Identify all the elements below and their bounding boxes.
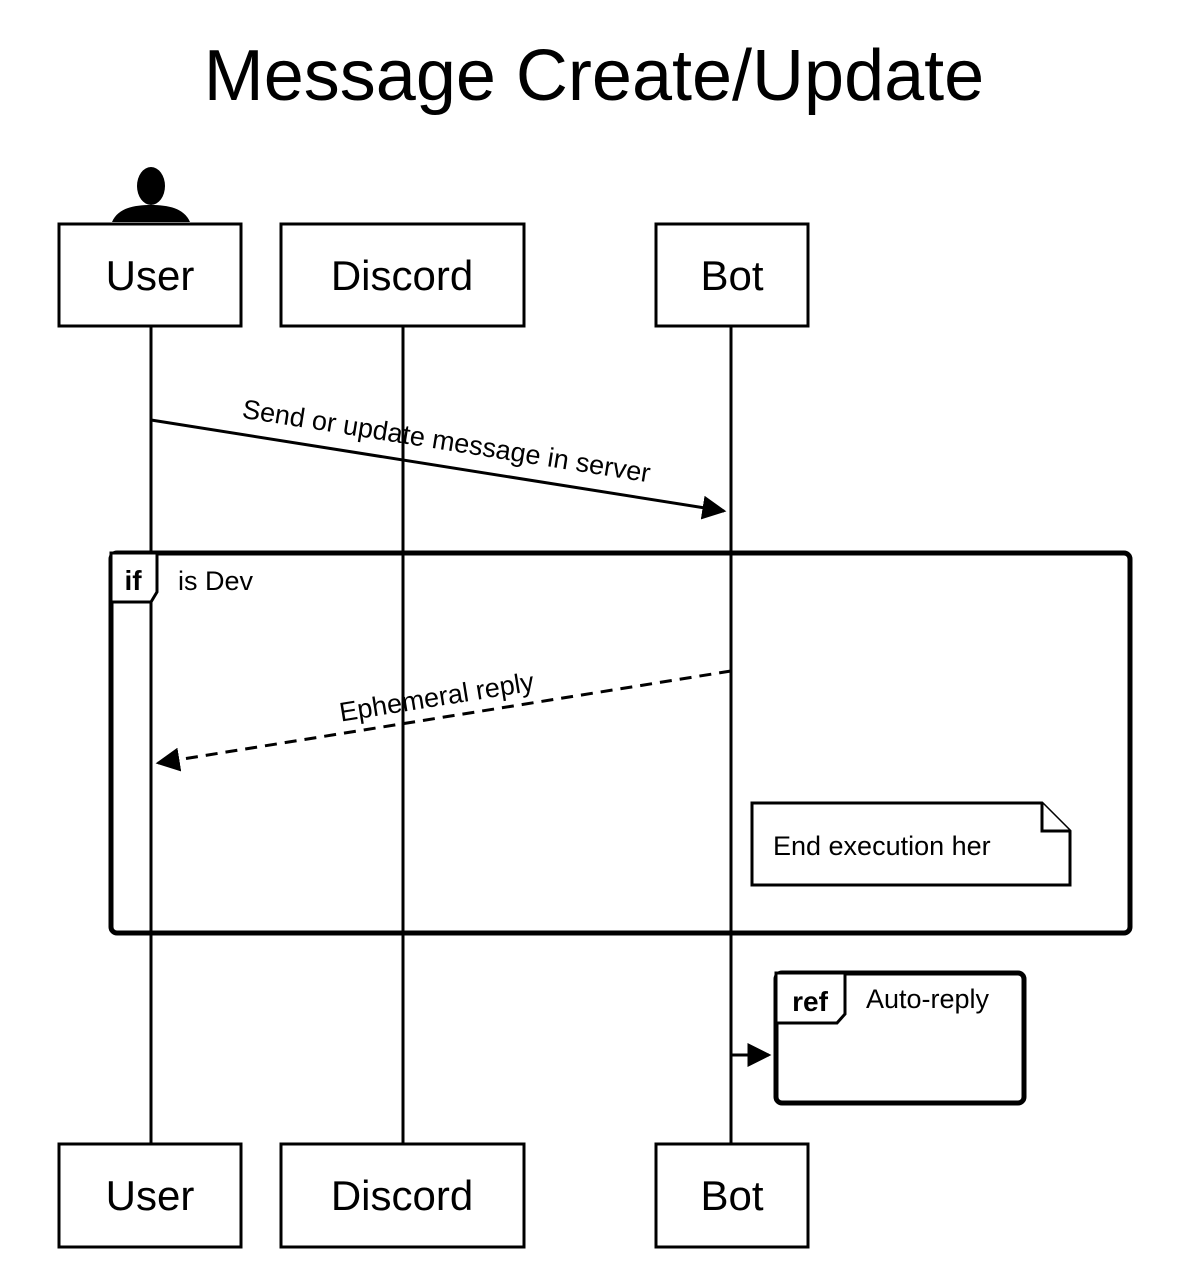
participant-user-label: User (106, 252, 195, 299)
ref-frame-label: Auto-reply (866, 984, 990, 1014)
message-send-update[interactable]: Send or update message in server (150, 394, 727, 520)
participant-bot-bottom[interactable]: Bot (654, 1142, 810, 1249)
note-text: End execution her (773, 831, 991, 861)
participant-discord-bottom[interactable]: Discord (279, 1142, 526, 1249)
if-frame-keyword: if (124, 565, 142, 596)
participant-discord-top[interactable]: Discord (279, 222, 526, 328)
message-ephemeral-reply[interactable]: Ephemeral reply (155, 667, 732, 772)
note-end-execution: End execution her (750, 801, 1072, 887)
participant-discord-label: Discord (331, 252, 473, 299)
if-frame: if is Dev (108, 550, 1133, 936)
participant-discord-bottom-label: Discord (331, 1172, 473, 1219)
person-icon (112, 167, 190, 222)
ref-frame[interactable]: ref Auto-reply (731, 970, 1027, 1106)
participant-bot-label: Bot (700, 252, 763, 299)
participant-user-bottom[interactable]: User (57, 1142, 243, 1249)
participant-bot-top[interactable]: Bot (654, 222, 810, 328)
message-ephemeral-reply-label: Ephemeral reply (337, 667, 536, 728)
participant-bot-bottom-label: Bot (700, 1172, 763, 1219)
diagram-title: Message Create/Update (204, 36, 984, 116)
message-send-update-label: Send or update message in server (240, 394, 652, 488)
participant-user-top[interactable]: User (57, 222, 243, 328)
if-frame-condition: is Dev (178, 566, 254, 596)
participant-user-bottom-label: User (106, 1172, 195, 1219)
ref-frame-keyword: ref (792, 986, 828, 1017)
